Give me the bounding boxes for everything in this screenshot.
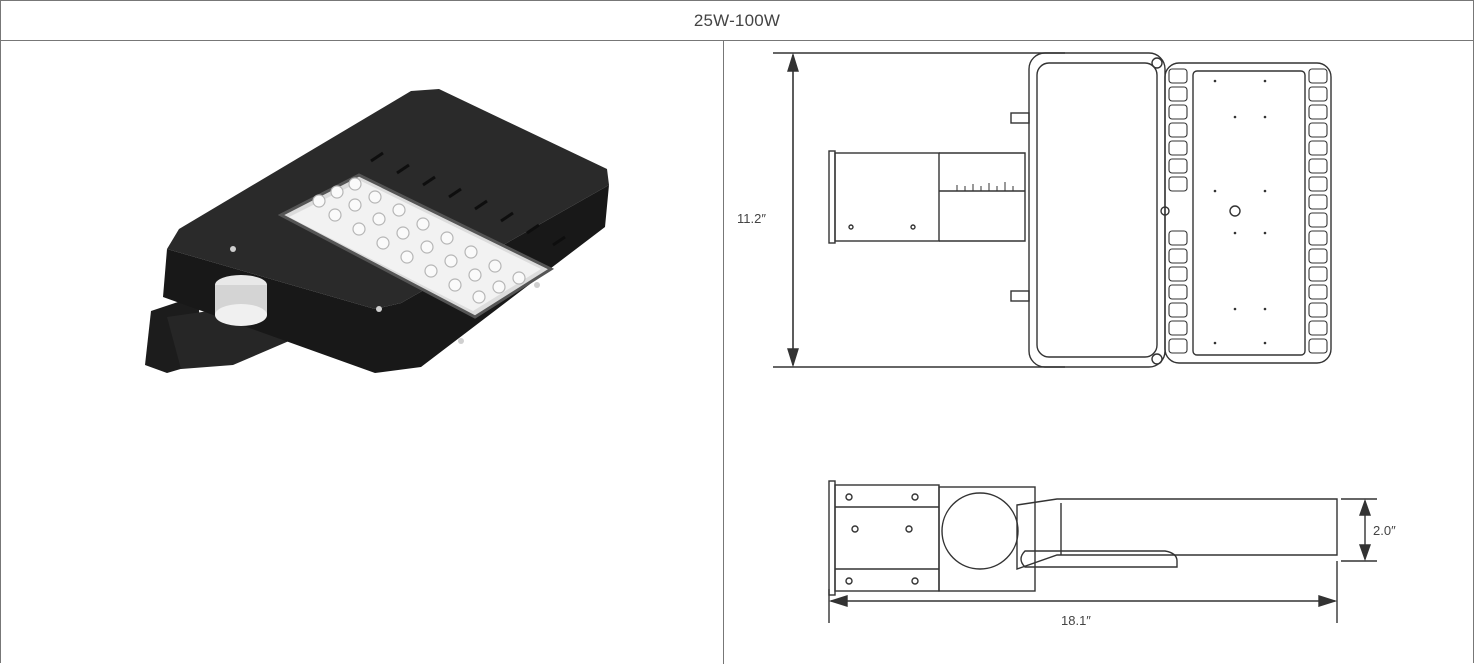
wattage-title: 25W-100W xyxy=(693,10,781,30)
column-divider xyxy=(723,40,724,664)
dimension-drawing xyxy=(773,52,1377,623)
product-photo xyxy=(145,89,609,373)
depth-dimension-label: 2.0″ xyxy=(1373,523,1396,538)
height-dimension-label: 11.2″ xyxy=(737,211,766,226)
length-dimension-label: 18.1″ xyxy=(1061,613,1091,628)
wattage-header: 25W-100W xyxy=(1,1,1473,41)
led-array xyxy=(312,177,526,304)
